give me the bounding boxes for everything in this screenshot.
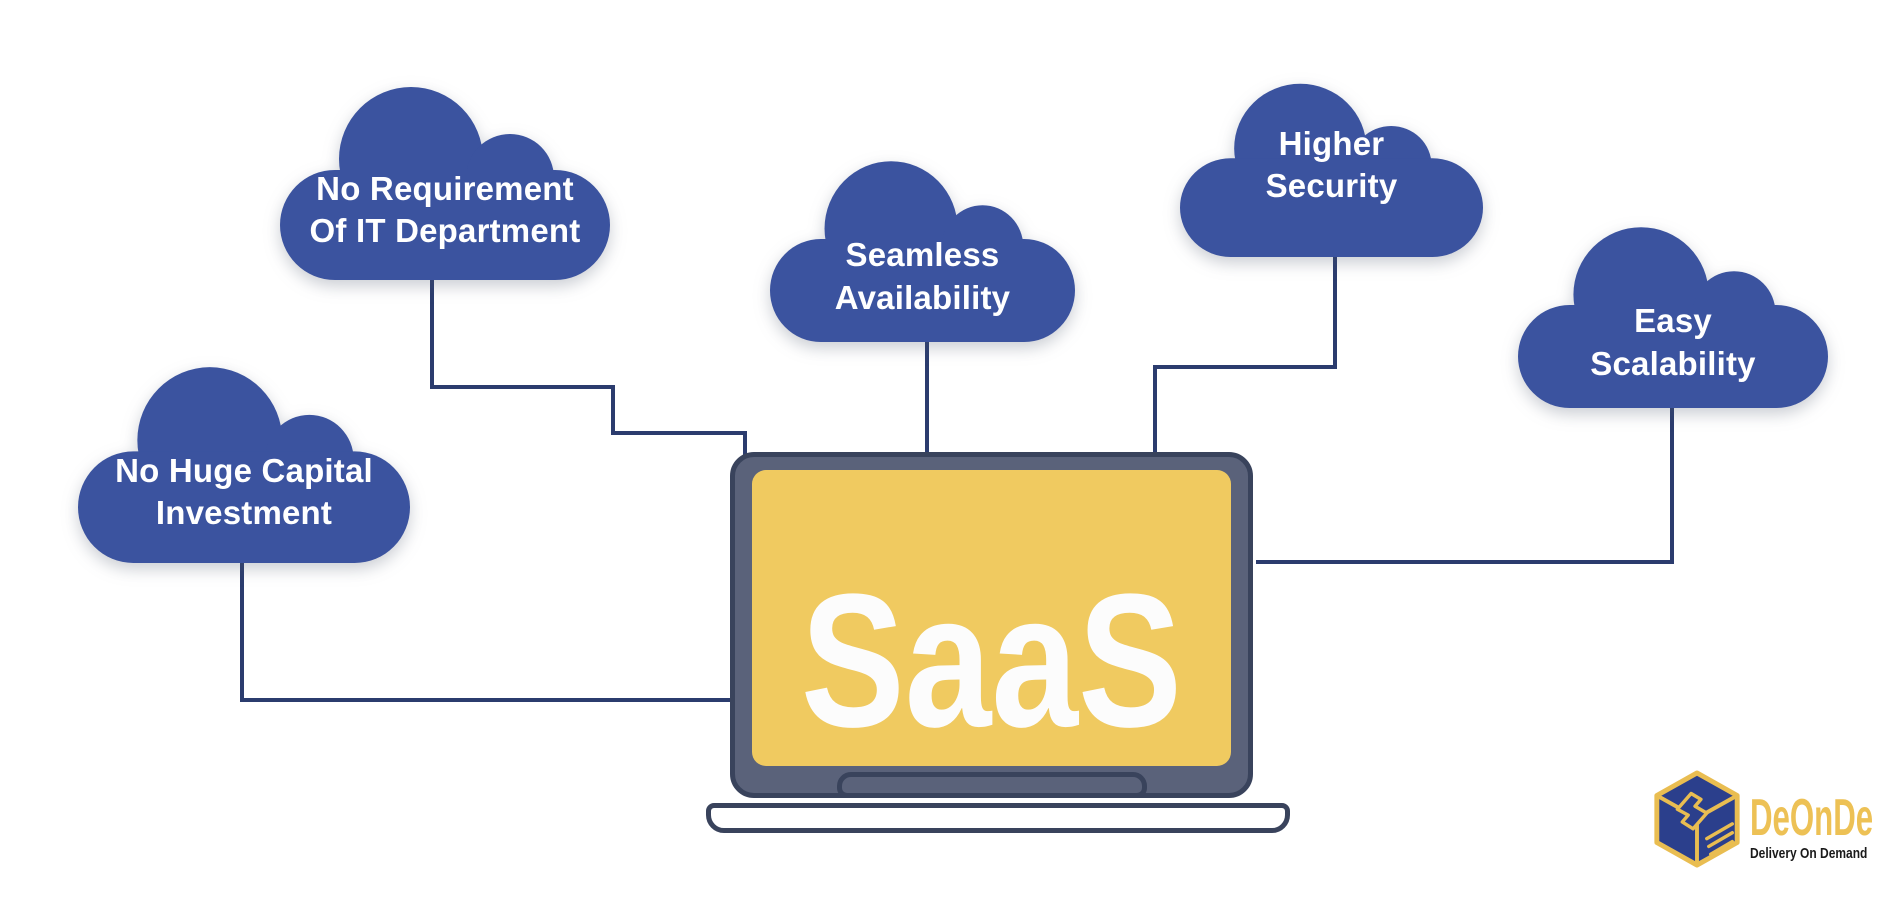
cloud-icon bbox=[770, 161, 1075, 342]
cloud-higher-security: Higher Security bbox=[1180, 73, 1483, 257]
connector-higher-security bbox=[1153, 250, 1337, 456]
cloud-label-line: Availability bbox=[834, 278, 1011, 316]
laptop-hinge-notch bbox=[836, 772, 1147, 798]
laptop-base bbox=[706, 803, 1290, 833]
brand-name: DeOnDe bbox=[1750, 789, 1874, 847]
cloud-label-line: Of IT Department bbox=[309, 212, 581, 250]
delivery-box-icon bbox=[1654, 770, 1740, 868]
cloud-label-line: Investment bbox=[155, 494, 333, 532]
cloud-no-huge-capital-investment: No Huge Capital Investment bbox=[78, 355, 410, 563]
cloud-label-line: Scalability bbox=[1590, 344, 1756, 382]
cloud-label: Easy Scalability bbox=[1518, 289, 1828, 397]
cloud-label: No Requirement Of IT Department bbox=[280, 153, 610, 268]
cloud-icon bbox=[78, 367, 410, 563]
laptop-screen: SaaS bbox=[752, 470, 1231, 766]
connector-it-department bbox=[430, 272, 747, 456]
cloud-icon bbox=[1518, 227, 1828, 408]
cloud-label: Seamless Availability bbox=[770, 223, 1075, 331]
saas-label: SaaS bbox=[800, 555, 1183, 766]
cloud-label-line: Seamless bbox=[845, 236, 1000, 274]
cloud-easy-scalability: Easy Scalability bbox=[1518, 216, 1828, 408]
laptop-frame: SaaS bbox=[730, 452, 1253, 798]
cloud-label-line: Easy bbox=[1634, 302, 1712, 340]
cloud-label: No Huge Capital Investment bbox=[78, 434, 410, 550]
cloud-label-line: No Huge Capital bbox=[115, 452, 373, 490]
cloud-label-line: Security bbox=[1265, 166, 1398, 204]
connector-capital-investment bbox=[240, 556, 736, 702]
cloud-icon bbox=[1180, 83, 1483, 257]
cloud-label: Higher Security bbox=[1180, 113, 1483, 216]
brand-logo: DeOnDe Delivery On Demand bbox=[1648, 770, 1888, 880]
cloud-label-line: Higher bbox=[1278, 124, 1385, 162]
cloud-label-line: No Requirement bbox=[316, 170, 574, 208]
cloud-seamless-availability: Seamless Availability bbox=[770, 150, 1075, 342]
connector-easy-scalability bbox=[1256, 400, 1674, 564]
cloud-no-requirement-of-it-department: No Requirement Of IT Department bbox=[280, 75, 610, 280]
brand-tagline: Delivery On Demand bbox=[1750, 845, 1868, 862]
cloud-icon bbox=[280, 87, 610, 280]
